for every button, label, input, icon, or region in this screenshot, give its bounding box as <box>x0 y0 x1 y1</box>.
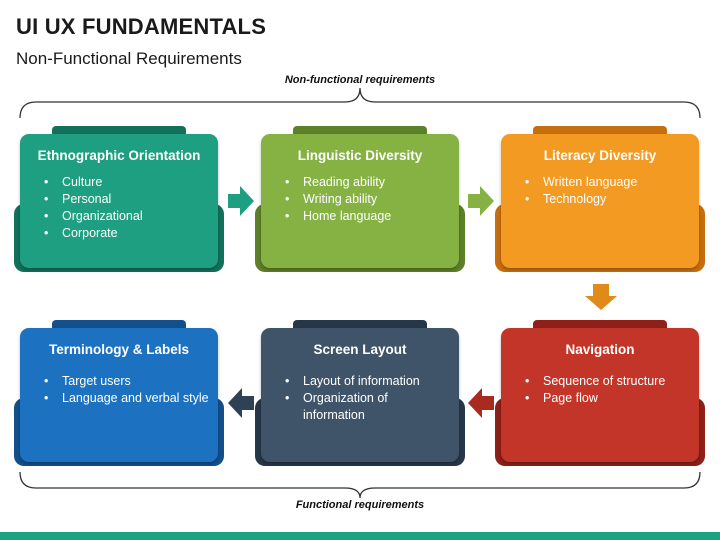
list-item: Corporate <box>44 225 209 242</box>
bottom-brace <box>19 471 701 499</box>
list-item: Home language <box>285 208 450 225</box>
arrow-left-icon <box>468 388 494 418</box>
list-item: Written language <box>525 174 690 191</box>
non-functional-label: Non-functional requirements <box>284 74 436 86</box>
page-subtitle: Non-Functional Requirements <box>16 49 242 68</box>
card-terminology-labels: Terminology & Labels Target users Langua… <box>14 320 224 472</box>
card-title: Navigation <box>565 342 635 357</box>
card-list: Culture Personal Organizational Corporat… <box>44 174 209 242</box>
card-literacy-diversity: Literacy Diversity Written language Tech… <box>495 126 705 278</box>
list-item: Organizational <box>44 208 209 225</box>
list-item: Culture <box>44 174 209 191</box>
top-brace <box>19 87 701 119</box>
footer-accent-bar <box>0 532 720 540</box>
functional-label: Functional requirements <box>295 499 425 511</box>
card-linguistic-diversity: Linguistic Diversity Reading ability Wri… <box>255 126 465 278</box>
list-item: Layout of information <box>285 373 450 390</box>
list-item: Sequence of structure <box>525 373 690 390</box>
card-title: Screen Layout <box>313 342 407 357</box>
card-list: Sequence of structure Page flow <box>525 373 690 407</box>
card-list: Written language Technology <box>525 174 690 208</box>
card-list: Reading ability Writing ability Home lan… <box>285 174 450 225</box>
card-title: Literacy Diversity <box>543 148 657 163</box>
card-list: Target users Language and verbal style <box>44 373 209 407</box>
list-item: Reading ability <box>285 174 450 191</box>
arrow-right-icon <box>228 186 254 216</box>
arrow-left-icon <box>228 388 254 418</box>
list-item: Language and verbal style <box>44 390 209 407</box>
page-title: UI UX FUNDAMENTALS <box>16 14 267 39</box>
card-title: Terminology & Labels <box>48 342 190 357</box>
list-item: Personal <box>44 191 209 208</box>
list-item: Page flow <box>525 390 690 407</box>
card-screen-layout: Screen Layout Layout of information Orga… <box>255 320 465 472</box>
arrow-right-icon <box>468 186 494 216</box>
card-list: Layout of information Organization of in… <box>285 373 450 424</box>
list-item: Target users <box>44 373 209 390</box>
card-ethnographic-orientation: Ethnographic Orientation Culture Persona… <box>14 126 224 278</box>
card-title: Ethnographic Orientation <box>37 148 201 163</box>
card-title: Linguistic Diversity <box>297 148 423 163</box>
list-item: Organization of information <box>285 390 450 424</box>
arrow-down-icon <box>585 284 617 310</box>
card-navigation: Navigation Sequence of structure Page fl… <box>495 320 705 472</box>
list-item: Writing ability <box>285 191 450 208</box>
list-item: Technology <box>525 191 690 208</box>
